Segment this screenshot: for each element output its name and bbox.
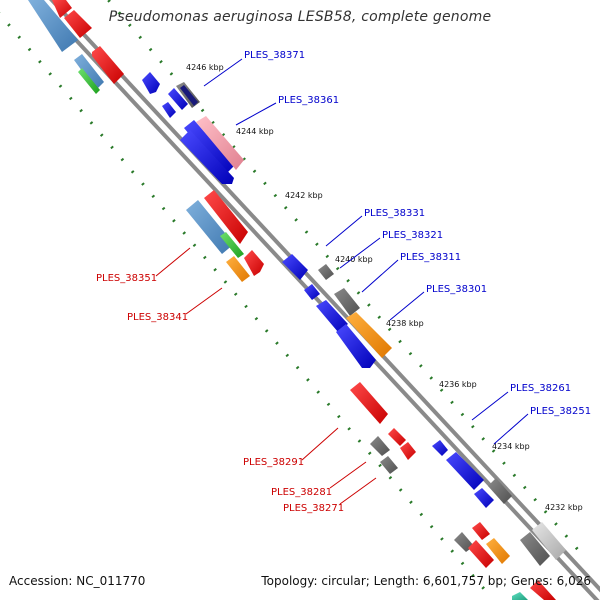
tick-label: 4234 kbp xyxy=(492,442,530,451)
gene-label[interactable]: PLES_38341 xyxy=(127,312,188,323)
gene-label[interactable]: PLES_38371 xyxy=(244,50,305,61)
tick-label: 4244 kbp xyxy=(236,127,274,136)
topology-summary: Topology: circular; Length: 6,601,757 bp… xyxy=(261,574,591,588)
tick-label: 4240 kbp xyxy=(335,255,373,264)
gene-label[interactable]: PLES_38311 xyxy=(400,252,461,263)
tick-label: 4232 kbp xyxy=(545,503,583,512)
gene-label[interactable]: PLES_38361 xyxy=(278,95,339,106)
inner-tick-ring xyxy=(0,12,492,597)
tick-label: 4246 kbp xyxy=(186,63,224,72)
outer-tick-ring xyxy=(106,0,587,559)
gene-label[interactable]: PLES_38351 xyxy=(96,273,157,284)
gene-label[interactable]: PLES_38271 xyxy=(283,503,344,514)
gene-label[interactable]: PLES_38261 xyxy=(510,383,571,394)
forward-gene-labels: PLES_38371 PLES_38361 PLES_38331 PLES_38… xyxy=(203,50,591,445)
reverse-gene-labels: PLES_38351 PLES_38341 PLES_38291 PLES_38… xyxy=(96,247,377,514)
accession-label: Accession: NC_011770 xyxy=(9,574,146,588)
gene-label[interactable]: PLES_38291 xyxy=(243,457,304,468)
tick-label: 4238 kbp xyxy=(386,319,424,328)
tick-label: 4236 kbp xyxy=(439,380,477,389)
gene-features xyxy=(28,0,566,600)
tick-label: 4242 kbp xyxy=(285,191,323,200)
kbp-tick-labels: 4246 kbp 4244 kbp 4242 kbp 4240 kbp 4238… xyxy=(186,63,583,512)
map-title: Pseudomonas aeruginosa LESB58, complete … xyxy=(108,9,492,25)
gene-label[interactable]: PLES_38321 xyxy=(382,230,443,241)
gene-label[interactable]: PLES_38331 xyxy=(364,208,425,219)
gene-label[interactable]: PLES_38281 xyxy=(271,487,332,498)
gene-label[interactable]: PLES_38251 xyxy=(530,406,591,417)
gene-label[interactable]: PLES_38301 xyxy=(426,284,487,295)
